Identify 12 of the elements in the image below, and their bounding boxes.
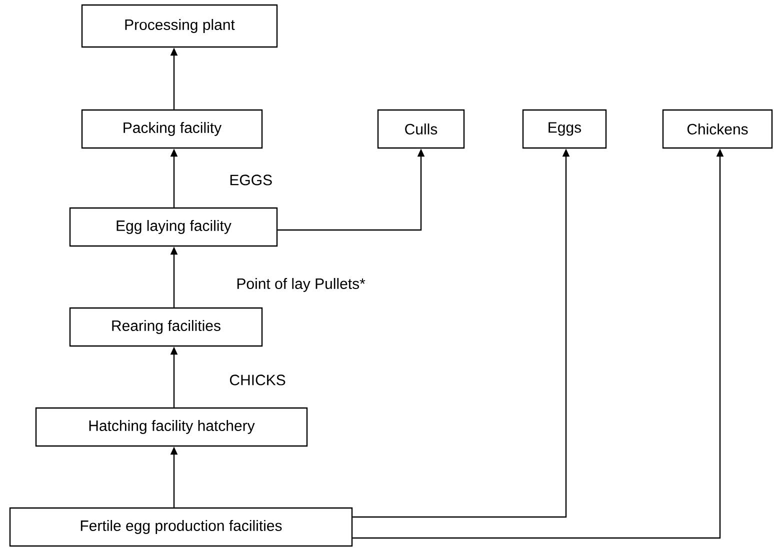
flow-label: CHICKS xyxy=(230,374,286,386)
process-box: Rearing facilities xyxy=(69,307,263,347)
flow-label: EGGS xyxy=(230,174,272,186)
process-box: Hatching facility hatchery xyxy=(35,407,308,447)
flow-label: Point of lay Pullets* xyxy=(237,278,366,292)
process-box: Chickens xyxy=(662,109,773,149)
process-box: Packing facility xyxy=(81,109,263,149)
process-box: Culls xyxy=(377,109,465,149)
process-box: Egg laying facility xyxy=(69,207,278,247)
process-box: Eggs xyxy=(522,109,607,149)
process-box: Fertile egg production facilities xyxy=(9,507,353,547)
process-box: Processing plant xyxy=(81,4,278,48)
